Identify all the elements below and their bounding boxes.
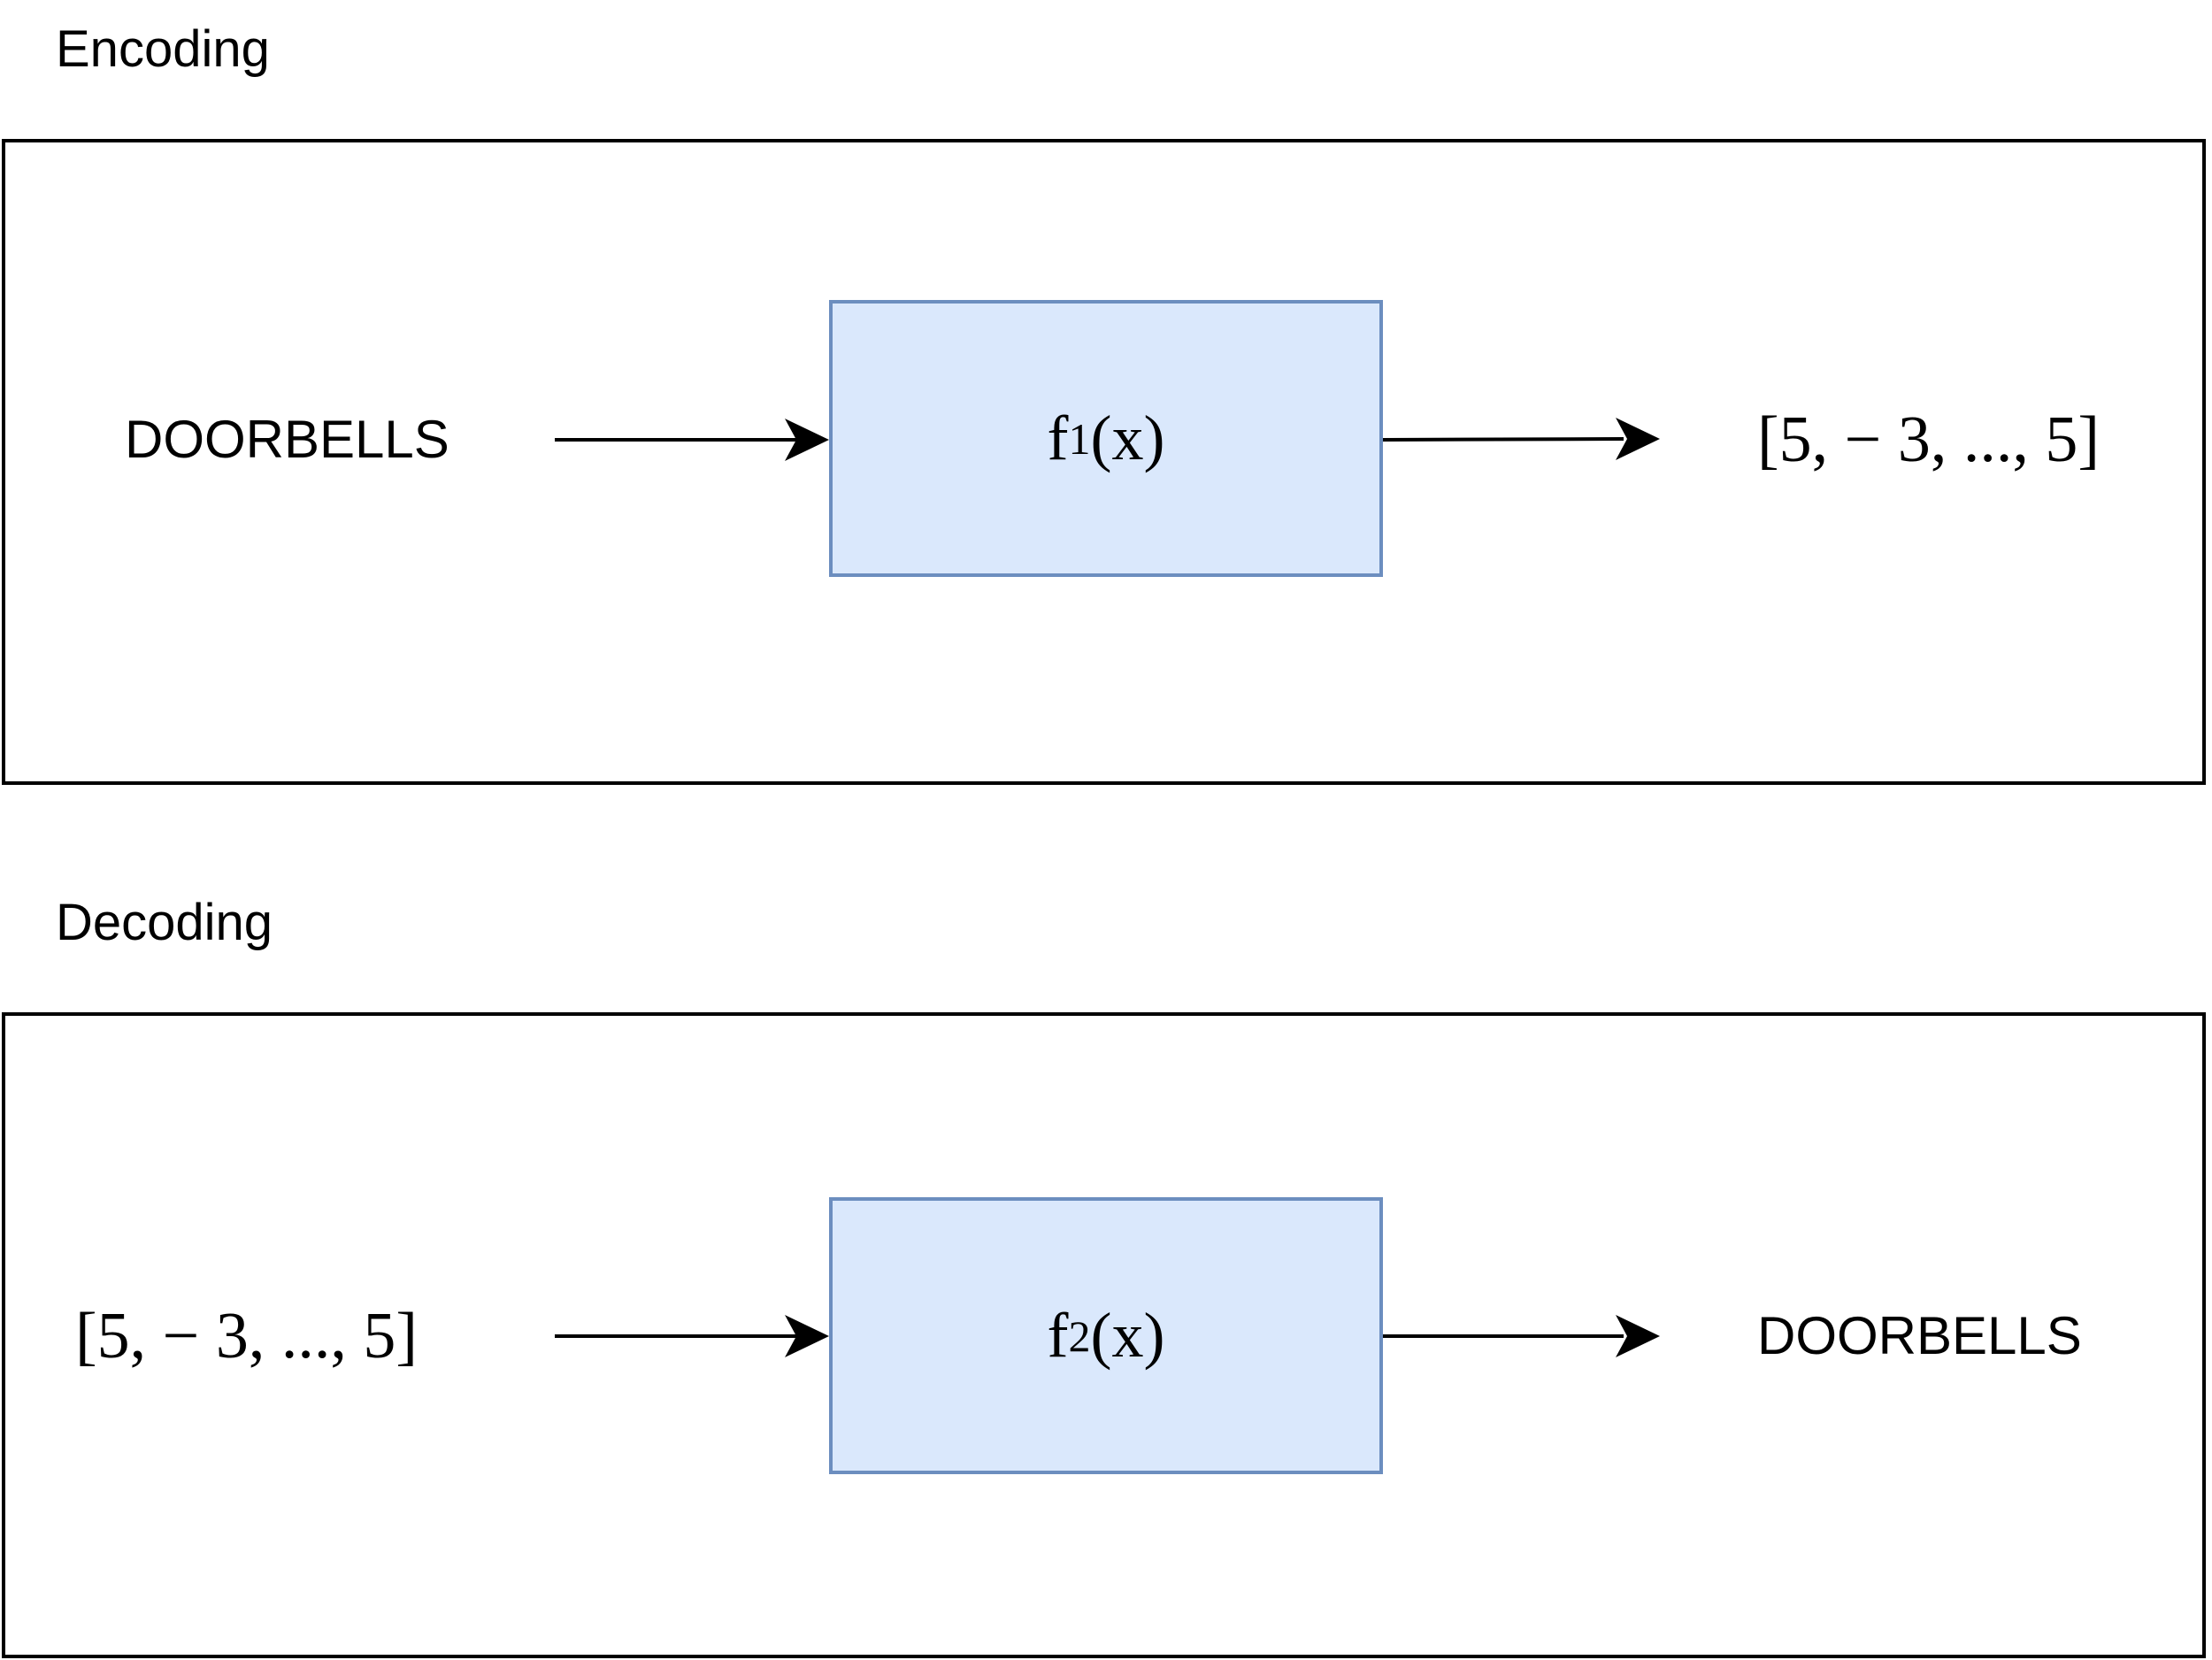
encoding-output-arrowhead: [1616, 418, 1660, 460]
decoding-input-arrowhead: [785, 1315, 829, 1357]
encoding-output-vector: [5, − 3, ..., 5]: [1757, 403, 2101, 476]
decoding-title: Decoding: [56, 894, 273, 951]
encoder-function-arg: (x): [1090, 403, 1165, 473]
encoding-input-label: DOORBELLS: [125, 410, 449, 469]
decoder-function-subscript: 2: [1068, 1310, 1091, 1361]
decoding-input-vector: [5, − 3, ..., 5]: [75, 1300, 419, 1372]
encoding-output-arrow: [1382, 437, 1624, 442]
encoding-title: Encoding: [56, 20, 270, 78]
decoding-output-label: DOORBELLS: [1757, 1306, 2082, 1365]
encoder-function-subscript: 1: [1068, 413, 1091, 464]
encoding-input-arrowhead: [785, 419, 829, 461]
decoder-function-arg: (x): [1090, 1300, 1165, 1371]
encoder-function-name: f: [1047, 403, 1069, 473]
decoding-output-arrowhead: [1616, 1315, 1660, 1357]
decoder-function-name: f: [1047, 1300, 1069, 1371]
